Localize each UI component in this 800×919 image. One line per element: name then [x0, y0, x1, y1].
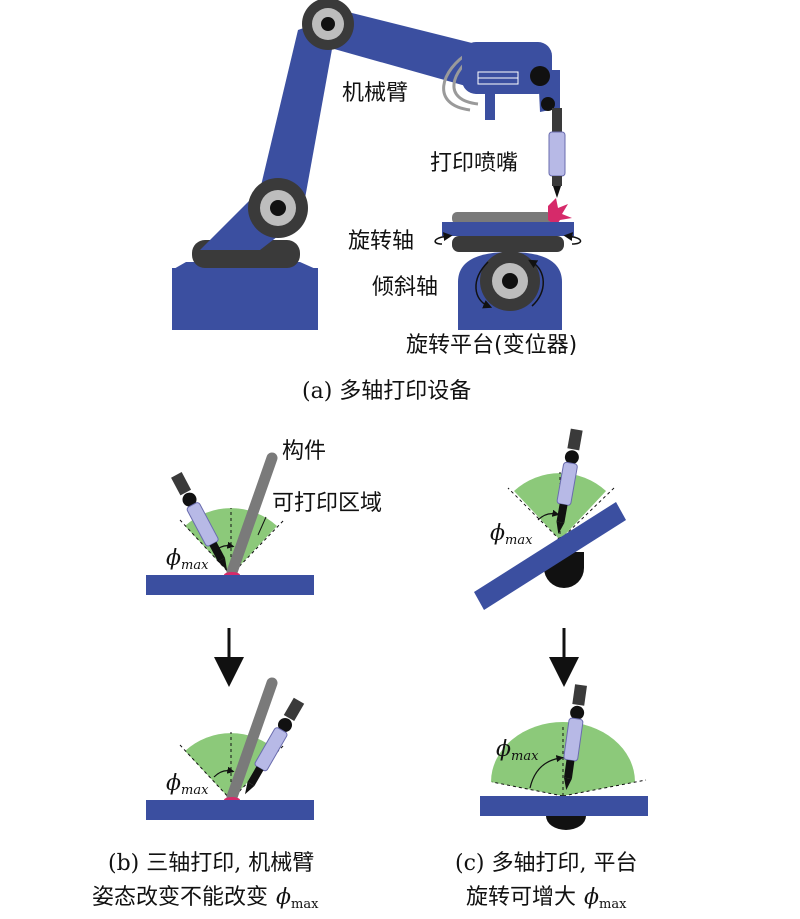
caption-c-line1: (c) 多轴打印, 平台 [455, 851, 637, 876]
label-arm: 机械臂 [342, 81, 408, 106]
nozzle-c-bottom [563, 684, 587, 791]
panel-c-bottom: ϕmax [480, 684, 648, 830]
nozzle-c-top [556, 428, 583, 535]
phi-angle-arc-icon [213, 541, 235, 553]
label-tilt-axis: 倾斜轴 [372, 275, 438, 300]
nozzle-b-bottom [245, 697, 305, 795]
joint-elbow-icon [248, 178, 308, 238]
printed-part [452, 212, 552, 224]
label-printable: 可打印区域 [272, 491, 382, 516]
robot-lower-arm [254, 16, 338, 215]
robot-upper-arm [320, 5, 480, 90]
tilted-plate-c [474, 502, 626, 610]
platform-top [442, 222, 574, 236]
component-rod [226, 452, 278, 578]
tilt-arrow-icon [475, 261, 493, 309]
robot-cables [442, 50, 471, 112]
print-nozzle [548, 108, 566, 198]
build-plate-b-top [146, 575, 314, 595]
label-component: 构件 [282, 439, 326, 464]
nozzle-b-top [171, 472, 228, 571]
phi-c-top: ϕmax [490, 521, 533, 548]
panel-b-bottom: ϕmax [146, 677, 314, 820]
wrist-joint-icon [530, 66, 550, 86]
rotation-axis-ring [452, 236, 564, 252]
phi-b-bottom: ϕmax [166, 771, 209, 798]
tilt-axis-joint-icon [480, 251, 540, 311]
positioner-c-bottom [546, 816, 586, 830]
build-plate-c-bottom [480, 796, 648, 816]
rotation-arrow-icon [434, 232, 453, 245]
joint-shoulder-icon [302, 0, 354, 50]
robot-base [172, 268, 318, 330]
label-rotation-axis: 旋转轴 [348, 229, 414, 254]
build-plate-b-bottom [146, 800, 314, 820]
label-platform: 旋转平台(变位器) [406, 333, 577, 358]
panel-a: 机械臂 打印喷嘴 旋转轴 倾斜轴 旋转平台(变位器) (a) 多轴打印设备 [172, 0, 582, 404]
caption-b-line1: (b) 三轴打印, 机械臂 [108, 851, 314, 876]
print-spark [548, 198, 572, 226]
phi-b-top: ϕmax [166, 546, 209, 573]
panel-c-top: ϕmax [474, 428, 626, 610]
label-nozzle: 打印喷嘴 [430, 151, 518, 176]
phi-c-bottom: ϕmax [496, 737, 539, 764]
panel-b-top: 构件 可打印区域 ϕmax [146, 439, 382, 595]
caption-a: (a) 多轴打印设备 [302, 379, 471, 404]
component-rod-bottom [226, 677, 278, 803]
